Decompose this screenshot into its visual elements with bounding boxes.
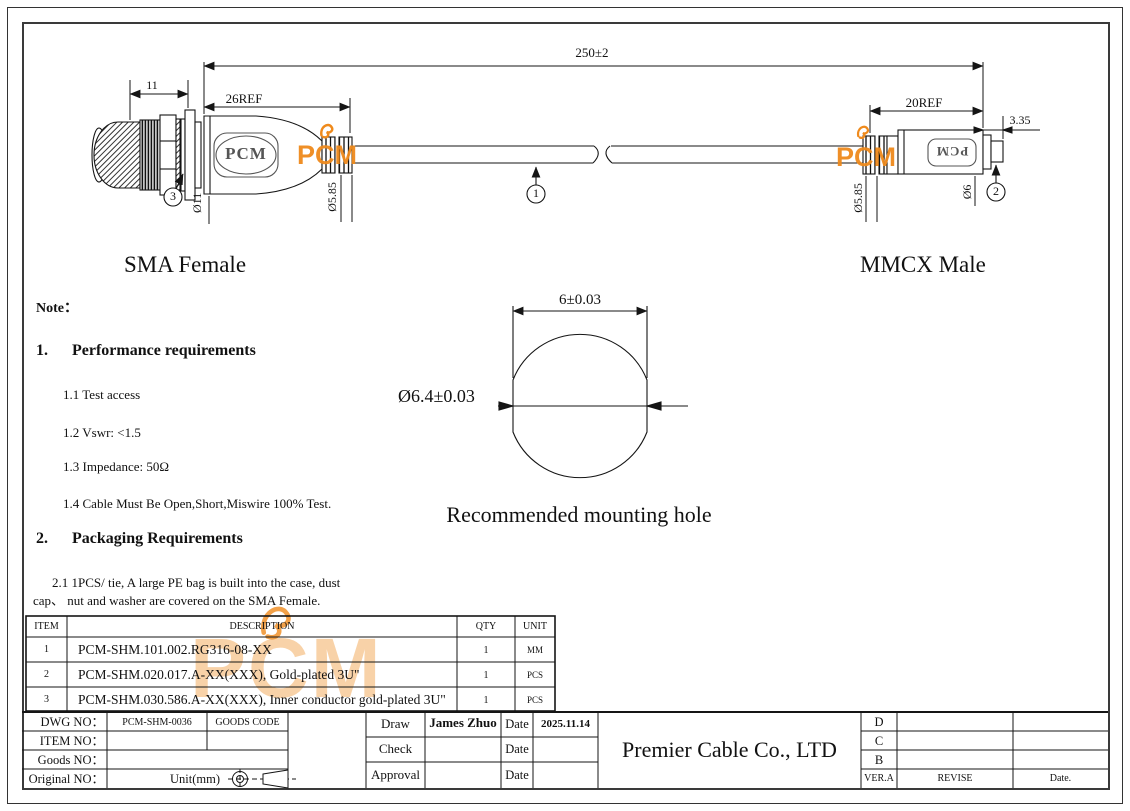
dwg-no-label: DWG NO： <box>40 715 104 729</box>
cable-drawing <box>352 145 863 164</box>
watermark-pcm-left: PCM <box>297 140 357 170</box>
mounting-hole-drawing <box>498 306 688 479</box>
dim-sma-body-ref: 26REF <box>225 91 263 106</box>
balloon-3: 3 <box>170 189 176 203</box>
check-label: Check <box>378 741 413 756</box>
parts-col-description: DESCRIPTION <box>229 621 295 632</box>
draw-date-value: 2025.11.14 <box>541 718 590 730</box>
parts-row2-qty: 1 <box>483 670 489 681</box>
note-item-1-3: 1.3 Impedance: 50Ω <box>63 459 170 474</box>
parts-col-unit: UNIT <box>523 621 547 632</box>
balloon-2: 2 <box>993 184 999 198</box>
original-no-label: Original NO： <box>28 772 104 786</box>
dim-mmcx-tip: 3.35 <box>1009 113 1031 127</box>
rev-row-b: B <box>874 753 884 767</box>
goods-no-label: Goods NO： <box>37 753 104 767</box>
packing-note-line1: 2.1 1PCS/ tie, A large PE bag is built i… <box>52 575 341 590</box>
label-sma-female: SMA Female <box>124 252 247 277</box>
hole-diameter-dim: Ø6.4±0.03 <box>398 386 475 406</box>
sheet-inner-border <box>22 22 1110 790</box>
dim-sma-flange-dia: Ø11 <box>190 192 205 214</box>
ver-label: VER.A <box>864 773 894 784</box>
parts-table-grid <box>25 615 556 712</box>
revise-date-label: Date. <box>1049 773 1072 784</box>
parts-row3-description: PCM-SHM.030.586.A-XX(XXX), Inner conduct… <box>78 692 446 707</box>
parts-row2-unit: PCS <box>526 670 543 680</box>
approval-date-label: Date <box>505 768 529 782</box>
rev-row-c: C <box>874 734 884 748</box>
parts-row1-description: PCM-SHM.101.002.RG316-08-XX <box>78 642 272 657</box>
mounting-hole-caption: Recommended mounting hole <box>446 502 712 527</box>
watermark-swirl-icon <box>261 606 291 640</box>
dimension-lines <box>129 61 1040 224</box>
parts-row2-item: 2 <box>44 669 49 680</box>
dim-sma-cap: 11 <box>146 78 158 92</box>
goods-code-label: GOODS CODE <box>215 717 280 728</box>
balloon-1: 1 <box>533 186 539 200</box>
notes-section1-heading: 1. Performance requirements <box>36 342 256 359</box>
watermark-pcm-right: PCM <box>836 142 896 172</box>
rev-row-d: D <box>874 715 884 729</box>
parts-row3-qty: 1 <box>483 695 489 706</box>
revise-label: REVISE <box>937 773 973 784</box>
dim-sma-crimp-dia: Ø5.85 <box>325 182 340 212</box>
dim-mmcx-body-ref: 20REF <box>905 95 943 110</box>
parts-row2-description: PCM-SHM.020.017.A-XX(XXX), Gold-plated 3… <box>78 667 360 682</box>
note-item-1-1: 1.1 Test access <box>63 387 141 402</box>
unit-mm-label: Unit(mm) <box>170 772 220 786</box>
balloon-callouts <box>163 164 1006 207</box>
sma-logo-text: PCM <box>225 144 267 163</box>
dim-mmcx-body-dia: Ø6 <box>960 184 975 200</box>
sheet-outer-border <box>7 7 1123 804</box>
note-item-1-2: 1.2 Vswr: <1.5 <box>63 425 141 440</box>
item-no-label: ITEM NO： <box>39 734 104 748</box>
parts-col-qty: QTY <box>475 621 497 632</box>
dim-mmcx-crimp-dia: Ø5.85 <box>851 183 866 213</box>
check-date-label: Date <box>505 742 529 756</box>
approval-label: Approval <box>370 767 421 782</box>
parts-col-item: ITEM <box>34 621 59 632</box>
mmcx-connector-drawing <box>862 129 1004 175</box>
projection-symbol-icon <box>228 769 296 789</box>
notes-section2-heading: 2. Packaging Requirements <box>36 530 243 547</box>
title-block-grid <box>22 711 1108 788</box>
company-name: Premier Cable Co., LTD <box>622 737 837 762</box>
notes-title: Note： <box>36 301 78 316</box>
sma-connector-drawing <box>91 109 353 201</box>
label-mmcx-male: MMCX Male <box>860 252 986 277</box>
watermark-swirl-icon-left <box>320 123 334 139</box>
parts-row3-unit: PCS <box>526 695 543 705</box>
packing-note-line2: cap、 nut and washer are covered on the S… <box>33 593 321 608</box>
dim-overall-length: 250±2 <box>575 45 609 60</box>
note-item-1-4: 1.4 Cable Must Be Open,Short,Miswire 100… <box>63 496 332 511</box>
parts-row1-item: 1 <box>44 644 49 655</box>
draw-label: Draw <box>381 716 410 731</box>
draw-name: James Zhuo <box>429 715 497 730</box>
parts-row1-unit: MM <box>526 645 543 655</box>
hole-width-dim: 6±0.03 <box>559 292 601 308</box>
dwg-no-value: PCM-SHM-0036 <box>122 717 192 728</box>
mmcx-logo-text: PCM <box>935 143 969 159</box>
draw-date-label: Date <box>505 717 529 731</box>
parts-row3-item: 3 <box>44 694 49 705</box>
watermark-swirl-icon-right <box>856 125 870 139</box>
parts-row1-qty: 1 <box>483 645 489 656</box>
